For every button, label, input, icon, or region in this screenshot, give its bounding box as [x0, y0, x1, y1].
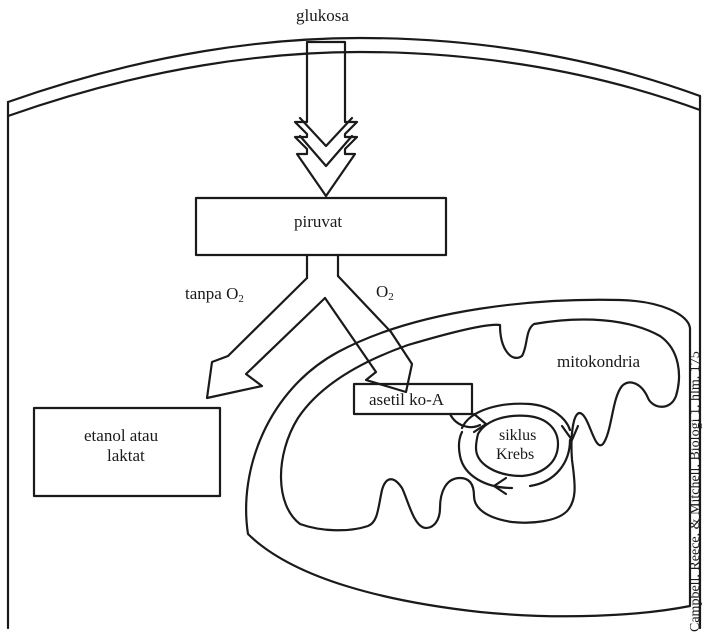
glucose-chevron-2	[298, 134, 354, 168]
krebs-arrowhead-right	[560, 424, 580, 442]
krebs-label: Krebs	[496, 446, 535, 463]
etanol-label-line1: etanol atau	[84, 426, 159, 445]
tanpa-o2-label: tanpa O2	[185, 284, 244, 305]
glukosa-label: glukosa	[296, 6, 349, 25]
krebs-ring-top	[460, 402, 572, 432]
glucose-chevron-1	[298, 116, 354, 148]
tanpa-o2-subscript: 2	[238, 293, 244, 305]
krebs-ring-inner	[474, 414, 560, 478]
o2-text: O	[376, 282, 389, 301]
cell-membrane-outer	[6, 36, 702, 104]
asetil-box	[352, 382, 474, 416]
siklus-label: siklus	[499, 427, 537, 444]
glucose-arrow	[293, 40, 359, 198]
anaerobic-arrow	[205, 276, 327, 400]
mitochondrion-inner-membrane	[279, 318, 681, 532]
mitokondria-label: mitokondria	[557, 352, 641, 371]
krebs-arrowhead-bottom	[492, 476, 508, 496]
krebs-ring-bottom	[457, 430, 514, 490]
etanol-label-line2: laktat	[107, 446, 145, 465]
asetil-ko-a-label: asetil ko-A	[369, 390, 445, 409]
o2-label: O2	[376, 282, 394, 303]
cell-membrane-inner	[6, 50, 702, 118]
etanol-box	[32, 406, 222, 498]
source-credit: Campbell, Reece, & Mitchell, Biologi 1, …	[688, 351, 703, 632]
piruvat-box	[194, 196, 448, 257]
o2-subscript: 2	[388, 291, 394, 303]
krebs-ring-right	[528, 438, 572, 488]
aerobic-arrow	[323, 274, 414, 394]
mitochondrion-outer-membrane	[245, 298, 692, 618]
piruvat-label: piruvat	[294, 212, 343, 231]
tanpa-o2-text: tanpa O	[185, 284, 239, 303]
